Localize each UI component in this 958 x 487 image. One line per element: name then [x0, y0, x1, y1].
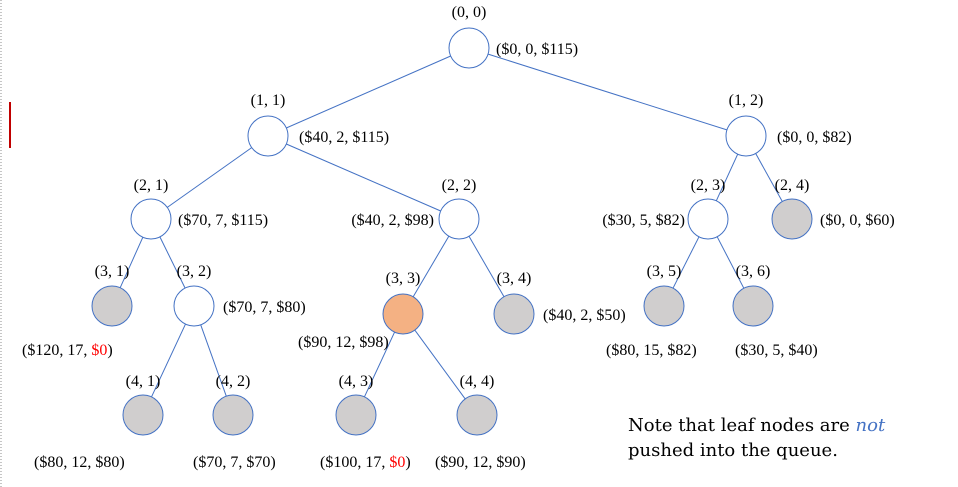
nodes-layer: [91, 27, 813, 436]
value-text-part: ($0, 0, $60): [820, 212, 895, 229]
tree-node-leaf: [91, 285, 133, 327]
note-line-1: Note that leaf nodes are not: [628, 415, 886, 436]
node-name-label: (2, 3): [691, 177, 726, 194]
tree-node-leaf: [335, 394, 377, 436]
edge-n00-n11: [286, 55, 451, 129]
tree-node-leaf: [493, 293, 535, 335]
node-value-label: ($0, 0, $115): [496, 41, 578, 58]
node-name-label: (2, 1): [134, 177, 169, 194]
value-text-part: ($70, 7, $115): [178, 212, 268, 229]
edges-layer: [119, 53, 783, 400]
value-text-part: ): [405, 454, 410, 471]
bound-zero-highlight: $0: [91, 342, 107, 359]
value-text-part: ($120, 17,: [22, 342, 91, 359]
node-value-label: ($80, 12, $80): [34, 454, 125, 471]
value-text-part: ($100, 17,: [320, 454, 389, 471]
tree-node-leaf: [212, 394, 254, 436]
node-name-label: (3, 4): [497, 270, 532, 287]
node-value-label: ($70, 7, $115): [178, 212, 268, 229]
tree-node-current: [382, 293, 424, 335]
value-text-part: ($80, 15, $82): [606, 342, 697, 359]
edge-n21-n31: [119, 237, 144, 288]
tree-node-open: [687, 198, 729, 240]
node-value-label: ($30, 5, $82): [602, 212, 685, 229]
tree-node-open: [725, 115, 767, 157]
edge-n32-n42: [200, 324, 227, 397]
tree-node-leaf: [771, 198, 813, 240]
node-value-label: ($30, 5, $40): [735, 342, 818, 359]
tree-node-leaf: [122, 394, 164, 436]
value-text-part: ($70, 7, $80): [223, 299, 306, 316]
node-name-label: (3, 6): [736, 263, 771, 280]
node-name-label: (2, 4): [775, 177, 810, 194]
value-text-part: ($40, 2, $98): [351, 212, 434, 229]
edge-n23-n35: [672, 236, 700, 289]
node-value-label: ($100, 17, $0): [320, 454, 411, 471]
node-name-label: (4, 1): [126, 373, 161, 390]
edge-n33-n44: [414, 329, 466, 400]
edge-n21-n32: [159, 236, 186, 289]
node-value-label: ($120, 17, $0): [22, 342, 113, 359]
node-value-label: ($40, 2, $98): [351, 212, 434, 229]
node-name-label: (3, 1): [95, 263, 130, 280]
node-value-label: ($80, 15, $82): [606, 342, 697, 359]
tree-node-open: [173, 285, 215, 327]
node-name-label: (3, 5): [647, 263, 682, 280]
value-text-part: ($40, 2, $50): [543, 307, 626, 324]
edge-n00-n12: [487, 53, 728, 131]
value-text-part: ($0, 0, $82): [777, 129, 852, 146]
value-text-part: ($0, 0, $115): [496, 41, 578, 58]
node-value-label: ($40, 2, $50): [543, 307, 626, 324]
value-text-part: ($90, 12, $98): [298, 334, 389, 351]
node-value-label: ($0, 0, $82): [777, 129, 852, 146]
value-text-part: ($30, 5, $82): [602, 212, 685, 229]
node-name-label: (4, 3): [339, 373, 374, 390]
labels-layer: (0, 0) ($0, 0, $115) (1, 1) ($40, 2, $115) (…: [22, 4, 895, 471]
node-name-label: (4, 2): [216, 373, 251, 390]
bound-zero-highlight: $0: [389, 454, 405, 471]
note-emphasis: not: [856, 415, 886, 436]
tree-node-leaf: [456, 394, 498, 436]
value-text-part: ): [107, 342, 112, 359]
edge-n11-n22: [286, 143, 441, 212]
tree-node-open: [448, 27, 490, 69]
edge-n11-n21: [167, 147, 252, 208]
node-name-label: (1, 1): [251, 92, 286, 109]
node-value-label: ($70, 7, $80): [223, 299, 306, 316]
node-value-label: ($90, 12, $90): [435, 454, 526, 471]
value-text-part: ($80, 12, $80): [34, 454, 125, 471]
node-name-label: (4, 4): [460, 373, 495, 390]
node-name-label: (0, 0): [452, 4, 487, 21]
edge-n22-n34: [468, 236, 505, 297]
node-value-label: ($0, 0, $60): [820, 212, 895, 229]
value-text-part: ($70, 7, $70): [193, 454, 276, 471]
tree-node-open: [130, 198, 172, 240]
tree-node-leaf: [643, 285, 685, 327]
node-name-label: (3, 2): [177, 263, 212, 280]
edge-n32-n41: [151, 323, 186, 398]
edge-n23-n36: [716, 236, 745, 289]
value-text-part: ($30, 5, $40): [735, 342, 818, 359]
value-text-part: ($90, 12, $90): [435, 454, 526, 471]
tree-node-open: [247, 115, 289, 157]
edge-n22-n33: [412, 235, 450, 298]
tree-node-leaf: [732, 285, 774, 327]
edge-n12-n23: [715, 153, 739, 202]
tree-node-open: [438, 198, 480, 240]
node-name-label: (1, 2): [729, 92, 764, 109]
node-value-label: ($70, 7, $70): [193, 454, 276, 471]
node-name-label: (2, 2): [442, 177, 477, 194]
node-name-label: (3, 3): [386, 270, 421, 287]
value-text-part: ($40, 2, $115): [299, 129, 389, 146]
edge-n33-n43: [363, 331, 396, 398]
note-line-2: pushed into the queue.: [628, 440, 838, 461]
node-value-label: ($40, 2, $115): [299, 129, 389, 146]
edge-n12-n24: [755, 153, 783, 202]
node-value-label: ($90, 12, $98): [298, 334, 389, 351]
